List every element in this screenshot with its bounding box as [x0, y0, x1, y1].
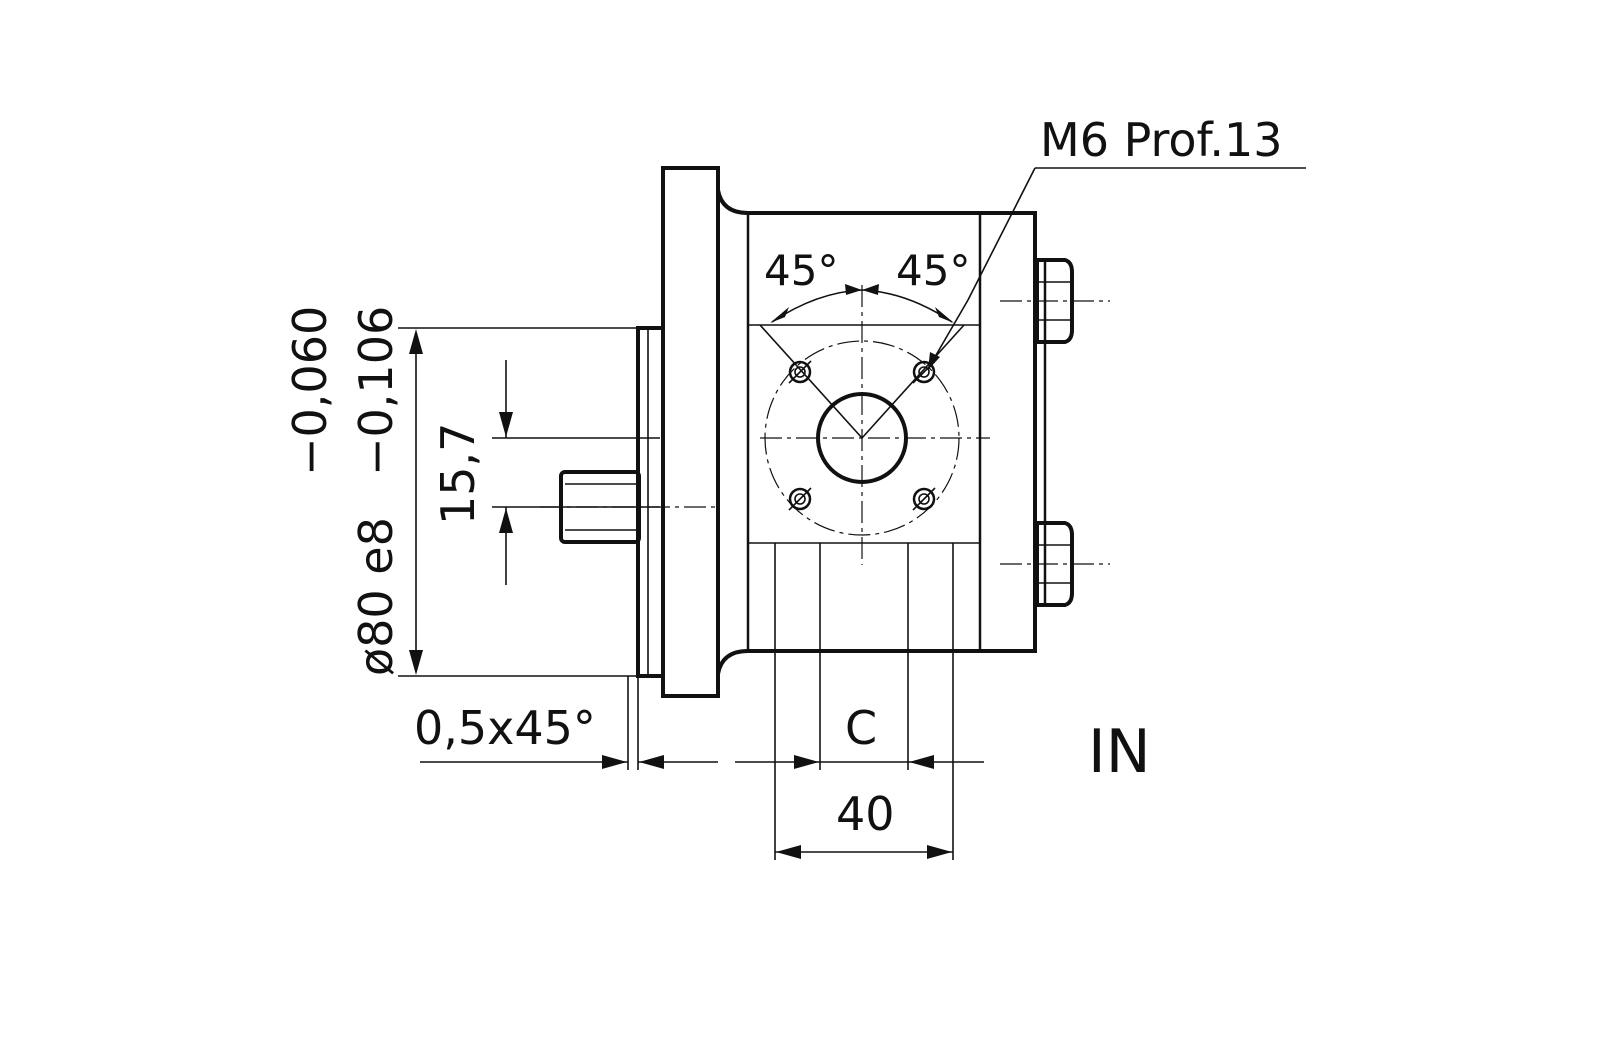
angle-right-label: 45°	[896, 246, 970, 295]
shaft-height-label: 15,7	[431, 423, 485, 525]
thread-hole-4	[912, 487, 936, 511]
diameter-label: ø80 e8	[349, 517, 403, 676]
thread-hole-3	[788, 487, 812, 511]
width-label: 40	[836, 787, 895, 841]
angle-left-label: 45°	[764, 246, 838, 295]
tolerance-upper-label: −0,060	[283, 306, 337, 476]
bolt-head-bottom	[1035, 521, 1074, 607]
thread-spec-label: M6 Prof.13	[1040, 113, 1283, 167]
pump-body	[559, 166, 1074, 698]
chamfer-label: 0,5x45°	[414, 701, 596, 755]
diameter-dimension: ø80 e8 −0,060 −0,106	[283, 306, 636, 677]
port-dimension: C	[735, 651, 984, 860]
mounting-flange	[661, 166, 720, 698]
port-dim-label: C	[845, 701, 877, 755]
width-dimension: 40	[774, 770, 953, 860]
shaft-height-dimension: 15,7	[431, 360, 660, 585]
bolt-head-top	[1035, 258, 1074, 344]
thread-hole-1	[788, 360, 812, 384]
thread-callout: M6 Prof.13	[928, 113, 1306, 370]
chamfer-dimension: 0,5x45°	[414, 676, 718, 770]
tolerance-lower-label: −0,106	[349, 306, 403, 476]
angle-dimension: 45° 45°	[759, 246, 970, 439]
inlet-label: IN	[1088, 717, 1151, 787]
